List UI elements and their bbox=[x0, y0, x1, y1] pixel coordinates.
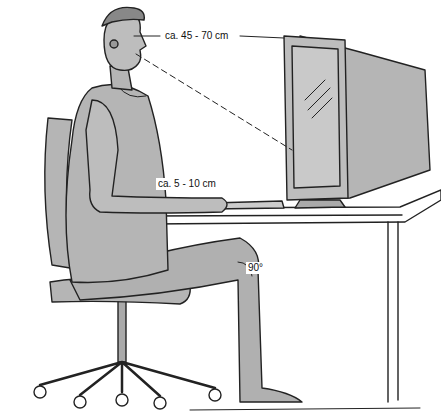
dimension-label: 90° bbox=[246, 262, 265, 274]
dimension-label: ca. 5 - 10 cm bbox=[156, 178, 218, 190]
dimension-label: ca. 45 - 70 cm bbox=[163, 30, 230, 42]
